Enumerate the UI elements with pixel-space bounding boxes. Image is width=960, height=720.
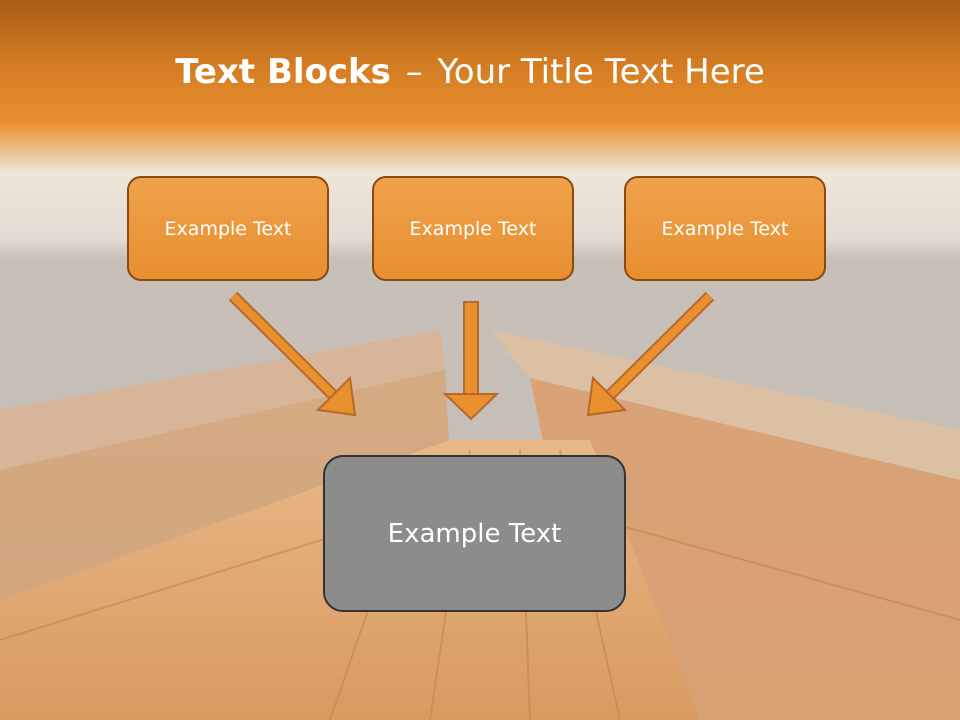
center-text-block-label: Example Text [387,518,562,549]
title-dash: – [405,52,423,92]
arrow-right [586,291,715,417]
arrow-left [228,291,357,417]
text-block-right[interactable]: Example Text [624,176,826,281]
center-text-block[interactable]: Example Text [323,455,626,612]
text-block-left[interactable]: Example Text [127,176,329,281]
text-block-left-label: Example Text [164,217,292,240]
arrow-middle [442,301,500,421]
text-block-middle[interactable]: Example Text [372,176,574,281]
text-block-right-label: Example Text [661,217,789,240]
text-block-middle-label: Example Text [409,217,537,240]
title-rest: Your Title Text Here [437,52,765,92]
title-bold: Text Blocks [175,52,391,92]
slide-title: Text Blocks – Your Title Text Here [0,52,940,92]
